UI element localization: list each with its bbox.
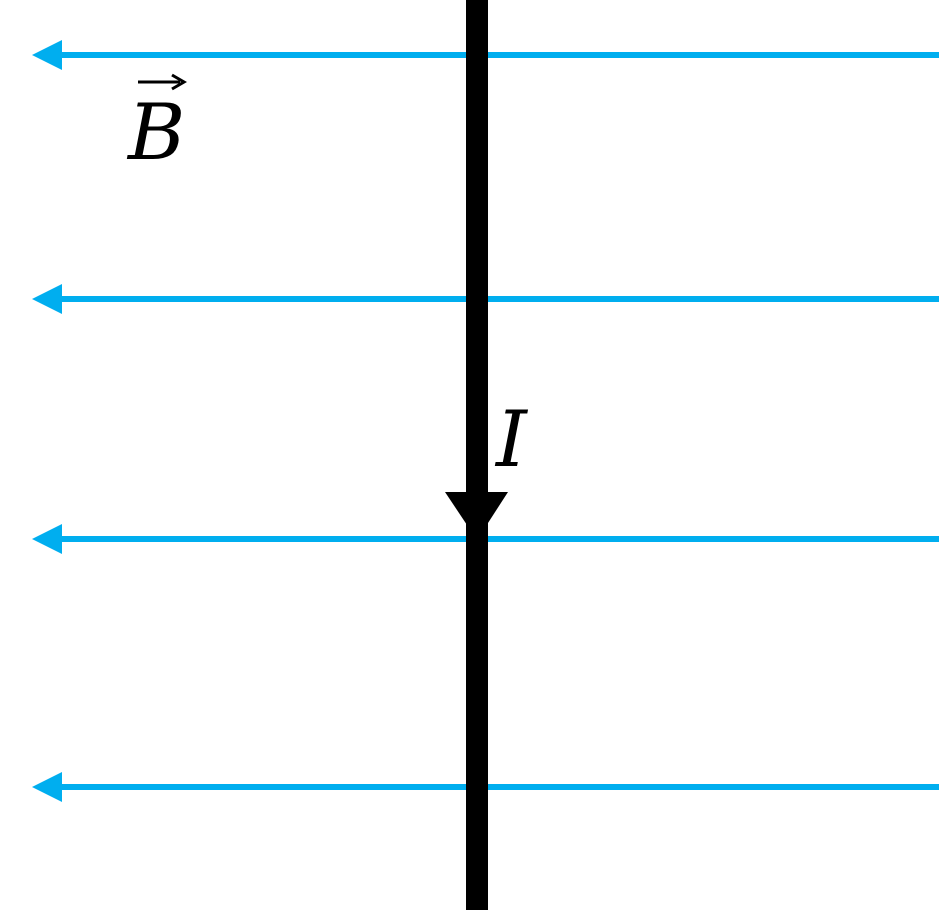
field-lines: [32, 40, 939, 802]
current-label: I: [494, 395, 529, 485]
current-direction-arrow-icon: [445, 492, 508, 540]
field-line: [32, 772, 939, 802]
field-line: [32, 524, 939, 554]
field-line: [32, 40, 939, 70]
field-line: [32, 284, 939, 314]
wire: [445, 0, 508, 910]
arrowhead-left-icon: [32, 524, 62, 554]
arrowhead-left-icon: [32, 40, 62, 70]
field-label: B: [126, 88, 185, 178]
arrowhead-left-icon: [32, 284, 62, 314]
field-vector-label: B: [126, 73, 187, 178]
vector-arrow-icon: [138, 73, 187, 91]
arrowhead-left-icon: [32, 772, 62, 802]
